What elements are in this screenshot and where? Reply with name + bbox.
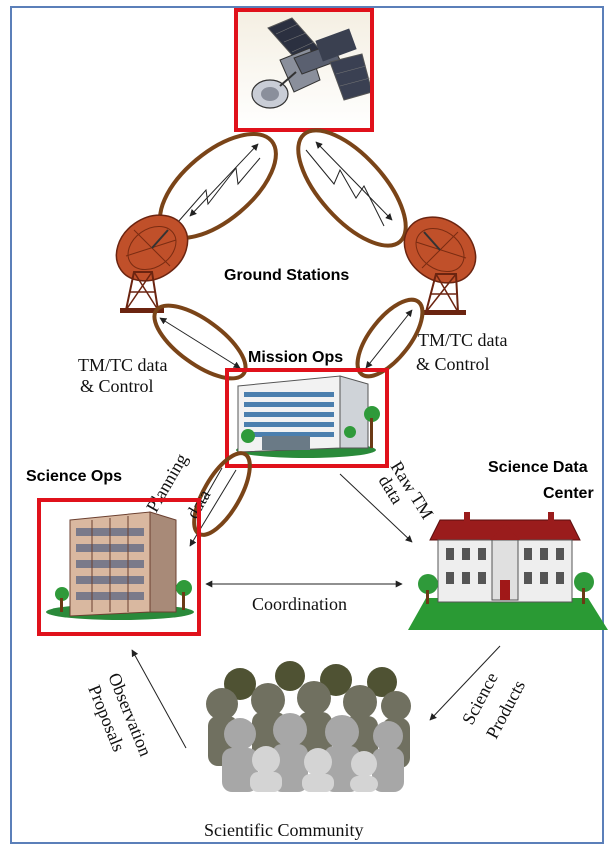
- science-data-center-line2: Center: [543, 485, 594, 502]
- coordination-label: Coordination: [252, 594, 347, 614]
- radar-dish-icon: [115, 214, 189, 313]
- mansion-icon: [408, 512, 608, 630]
- page-frame: [10, 6, 604, 844]
- mission-ops-highlight: [225, 368, 389, 468]
- science-ops-highlight: [37, 498, 201, 636]
- science-ops-box: [37, 498, 201, 636]
- link-satellite-right-station: [296, 128, 408, 248]
- observation-proposals-arrow: [131, 649, 187, 749]
- raw-tm-arrow: [339, 473, 413, 543]
- satellite-box: [234, 8, 374, 132]
- satellite-icon: [251, 17, 373, 109]
- office-building-icon: [236, 375, 380, 458]
- ground-stations-label: Ground Stations: [224, 267, 349, 284]
- science-ops-label: Science Ops: [26, 468, 122, 485]
- tmtc-right-line2: & Control: [416, 354, 490, 374]
- link-left-station-mission-ops: [152, 303, 248, 381]
- tmtc-left-line2: & Control: [80, 376, 154, 396]
- science-products-arrow: [429, 645, 501, 721]
- planning-data-line1: Planning: [142, 450, 191, 515]
- people-crowd-icon: [206, 661, 411, 792]
- mission-ops-box: [225, 368, 389, 468]
- radar-dish-icon: [403, 216, 477, 315]
- mission-ops-label: Mission Ops: [248, 349, 343, 366]
- science-data-center-line1: Science Data: [488, 459, 588, 476]
- link-right-station-mission-ops: [355, 297, 425, 379]
- scientific-community-label: Scientific Community: [204, 820, 364, 840]
- tower-building-icon: [46, 511, 194, 620]
- satellite-highlight: [234, 8, 374, 132]
- tmtc-left-line1: TM/TC data: [78, 355, 167, 375]
- tmtc-right-line1: TM/TC data: [418, 330, 507, 350]
